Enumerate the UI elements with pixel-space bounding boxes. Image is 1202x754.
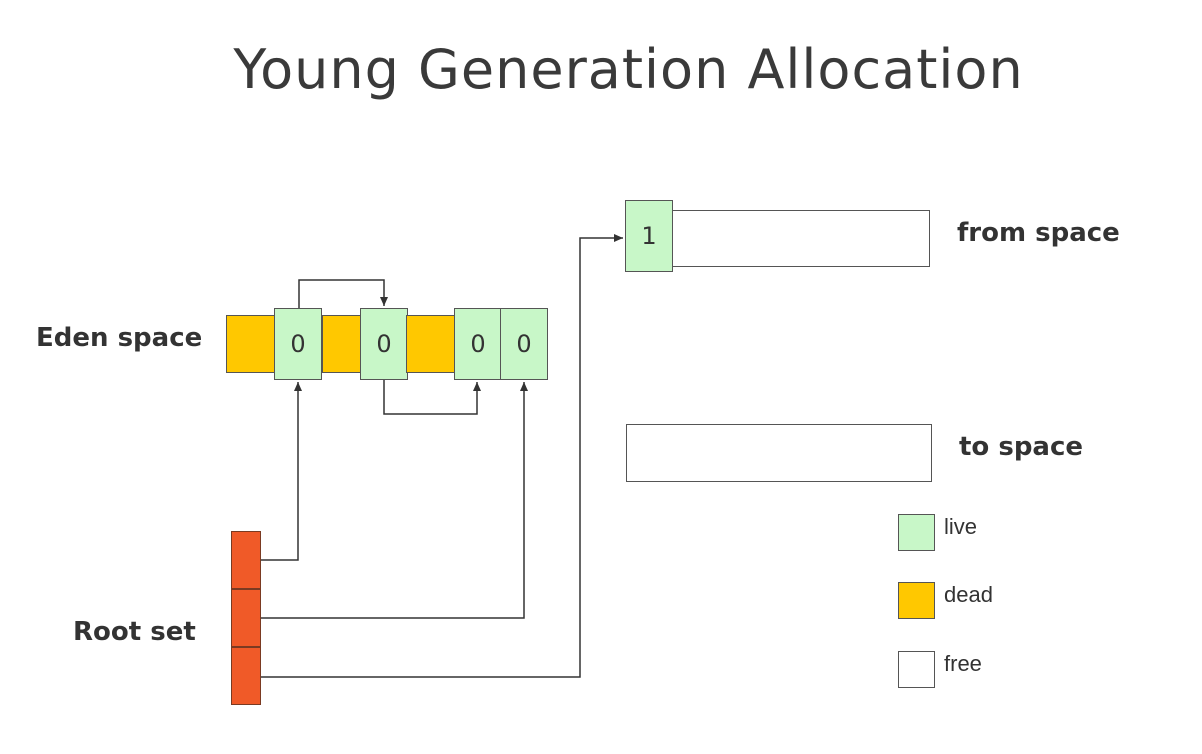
root-set-cell bbox=[231, 531, 261, 589]
legend-label-live: live bbox=[944, 514, 978, 539]
arrow-root3-to-from-space bbox=[261, 234, 623, 678]
root-set-cell bbox=[231, 589, 261, 647]
legend-label-free: free bbox=[944, 651, 982, 676]
to-space-region bbox=[626, 424, 932, 482]
eden-space-label: Eden space bbox=[36, 323, 203, 353]
from-space-live-cell: 1 bbox=[625, 200, 673, 272]
eden-cell-dead bbox=[406, 315, 456, 373]
root-set-cell bbox=[231, 647, 261, 705]
from-space-region bbox=[668, 210, 930, 267]
eden-cell-live: 0 bbox=[500, 308, 548, 380]
from-space-label: from space bbox=[957, 218, 1120, 248]
arrow-eden1-to-eden2 bbox=[298, 279, 388, 308]
eden-cell-live: 0 bbox=[274, 308, 322, 380]
arrow-eden2-to-eden3 bbox=[383, 380, 481, 415]
arrow-root1-to-eden1 bbox=[261, 382, 302, 561]
legend-swatch-dead bbox=[898, 582, 935, 619]
diagram-title: Young Generation Allocation bbox=[233, 38, 1024, 101]
legend-swatch-free bbox=[898, 651, 935, 688]
eden-cell-live: 0 bbox=[454, 308, 502, 380]
to-space-label: to space bbox=[959, 432, 1084, 462]
legend-swatch-live bbox=[898, 514, 935, 551]
eden-cell-dead bbox=[226, 315, 276, 373]
root-set-label: Root set bbox=[73, 617, 196, 647]
arrow-root2-to-eden4 bbox=[261, 382, 528, 619]
eden-cell-live: 0 bbox=[360, 308, 408, 380]
legend-label-dead: dead bbox=[944, 582, 993, 607]
